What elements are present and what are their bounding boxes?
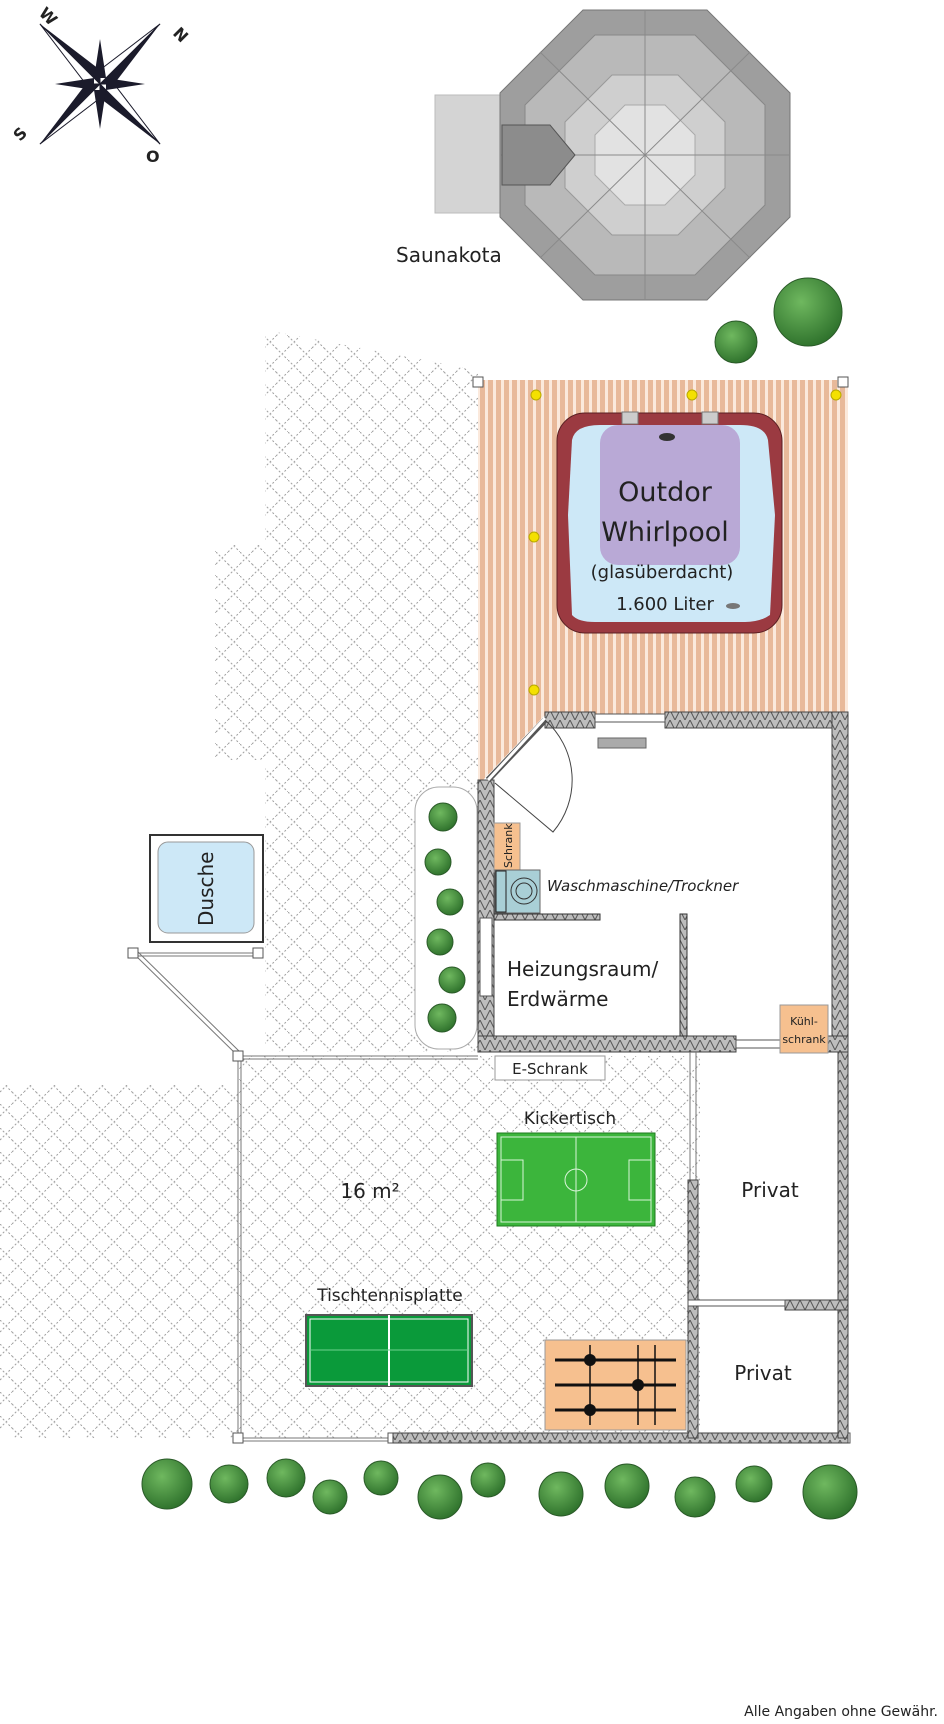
shower-tray (157, 841, 255, 934)
heating-room-label-1: Heizungsraum/ (507, 957, 659, 981)
whirlpool-title-1: Outdor (618, 477, 713, 508)
kicker-table (496, 1132, 656, 1227)
fridge (779, 1004, 829, 1054)
whirlpool-volume: 1.600 Liter (616, 594, 714, 615)
fridge-label-1: Kühl- (790, 1015, 818, 1028)
shower-label: Dusche (194, 852, 218, 926)
schrank-cabinet (493, 822, 521, 873)
area-label: 16 m² (340, 1179, 399, 1203)
kicker-label: Kickertisch (524, 1109, 616, 1129)
tabletennis-label: Tischtennisplatte (316, 1286, 463, 1306)
disclaimer: Alle Angaben ohne Gewähr. (744, 1704, 938, 1720)
compass-s: S (9, 123, 31, 145)
fridge-label-2: schrank (782, 1033, 826, 1046)
compass-o: O (146, 147, 160, 166)
whirlpool-title-2: Whirlpool (601, 517, 729, 548)
e-schrank-label: E-Schrank (512, 1060, 588, 1078)
e-schrank-box (494, 1055, 606, 1081)
hedge-bush-icons (424, 802, 466, 1033)
heating-room-label-2: Erdwärme (507, 987, 608, 1011)
tree-icons (141, 277, 858, 1520)
privat-room-2: Privat (734, 1361, 792, 1385)
washing-machine-icon (494, 869, 541, 914)
washer-label: Waschmaschine/Trockner (547, 877, 739, 895)
sauna-label: Saunakota (396, 243, 502, 267)
equipment-rack-icon (544, 1339, 687, 1431)
whirlpool (556, 411, 783, 634)
sauna-kota (434, 9, 791, 301)
tabletennis-table (305, 1314, 473, 1387)
deck-light-icons (528, 389, 842, 696)
entrance-door[interactable] (485, 716, 573, 833)
privat-walls (392, 1051, 849, 1444)
privat-room-1: Privat (741, 1178, 799, 1202)
whirlpool-roof-note: (glasüberdacht) (591, 562, 734, 583)
building-walls (477, 711, 849, 1053)
schrank-label: Schrank (502, 823, 515, 868)
compass-w: W (35, 3, 61, 29)
compass-rose-icon (39, 23, 161, 145)
compass-n: N (169, 23, 192, 46)
deck-corner-posts (472, 376, 849, 388)
